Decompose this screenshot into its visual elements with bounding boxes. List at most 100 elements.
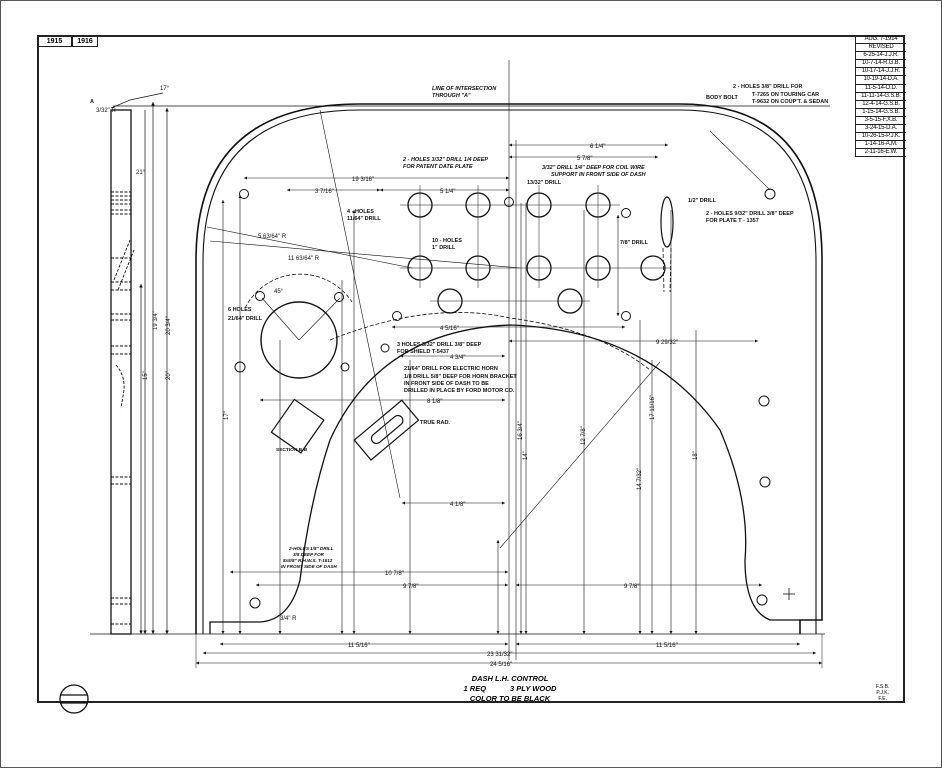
dim-9-7-8-left: 9 7/8" [403,584,418,590]
ten-hole-pattern [407,192,666,314]
dim-width-2: 23 31/32" [487,652,513,658]
dim-19-3-16: 19 3/16" [352,177,374,183]
note-rivets-3: 8x5/8" R.H.W.S. T-1612 [283,558,333,563]
dim-half-left: 11 5/16" [348,643,370,649]
dim-17-11-16: 17 11/16" [650,395,656,420]
dim-19-3-4: 19 3/4" [153,311,159,330]
note-horn-bracket-1: 1/8 DRILL 5/8" DEEP FOR HORN BRACKET [404,374,517,380]
dim-4-1-8: 4 1/8" [450,502,465,508]
note-ten-holes-2: 1" DRILL [432,245,456,251]
note-true-rad: TRUE RAD. [420,420,450,426]
note-drill-7-8: 7/8" DRILL [620,240,649,246]
note-rivets-4: IN FRONT SIDE OF DASH [281,564,337,569]
large-hole [260,301,338,379]
revision-entry: 3-5-15-F.X.B. [856,115,906,124]
revision-entry: 10-19-14-D.A. [856,75,906,83]
dim-12-7-8: 12 7/8" [581,426,587,445]
note-body-bolt-3: T-7265 ON TOURING CAR [752,92,819,98]
revision-entry: 12-4-14-G.S.B. [856,99,906,108]
note-four-holes-2: 11/64" DRILL [347,216,381,222]
quantity: 1 REQ [463,684,487,693]
drafter-initials: F.S.B. P.J.K. F.E. [876,684,889,702]
dim-r-5-63-64: 5 63/64" R [258,234,287,240]
logo-icon [59,684,89,714]
revision-entry: 3-24-15-D.A. [856,124,906,132]
dim-angle-45: 45° [274,289,284,295]
note-horn: 21/64" DRILL FOR ELECTRIC HORN [404,366,498,372]
dim-20: 20" [166,371,172,380]
note-four-holes-1: 4 - HOLES [347,209,374,215]
note-drill-half: 1/2" DRILL [688,198,717,204]
revision-entry: 1-14-16-A.M. [856,140,906,148]
note-coil-wire-1: 3/32" DRILL 1/4" DEEP FOR COIL WIRE [542,165,645,171]
dim-14: 14" [523,451,529,460]
dim-angle-17: 17° [160,86,170,92]
note-six-holes-1: 6 HOLES [228,307,252,313]
title-block: DASH L.H. CONTROL 1 REQ 3 PLY WOOD COLOR … [420,674,600,704]
year-box-1916: 1916 [72,36,98,47]
note-plate-holes-2: FOR PLATE T - 1357 [706,218,759,224]
dim-9-7-8-right: 9 7/8" [624,584,639,590]
dim-angle-21: 21° [136,170,146,176]
note-plate-holes-1: 2 - HOLES 9/32" DRILL 3/8" DEEP [706,211,794,217]
finish: COLOR TO BE BLACK [469,694,551,703]
note-patent-plate-2: FOR PATENT DATE PLATE [403,164,473,170]
dim-18: 18" [693,451,699,460]
note-section: SECTION B-B [276,447,308,453]
note-shield-1: 3 HOLES 3/32" DRILL 3/8" DEEP [397,342,482,348]
dim-14-7-32: 14 7/32" [637,468,643,490]
note-six-holes-2: 21/64" DRILL [228,316,263,322]
dim-4-3-4: 4 3/4" [450,355,465,361]
dim-15: 15" [143,371,149,380]
note-horn-bracket-2: IN FRONT SIDE OF DASH TO BE [404,381,489,387]
note-patent-plate-1: 2 - HOLES 3/32" DRILL 1/4 DEEP [402,157,488,163]
dim-5-1-4: 5 1/4" [440,189,455,195]
note-body-bolt-4: T-9632 ON COUP'T. & SEDAN [752,99,828,105]
dim-10-7-8: 10 7/8" [385,571,404,577]
revision-entry: 1-15-14-G.S.B. [856,107,906,116]
note-body-bolt-1: 2 - HOLES 3/8" DRILL FOR [733,84,802,90]
note-ten-holes-1: 10 - HOLES [432,238,462,244]
dim-6-1-4: 6 1/4" [590,144,605,150]
note-coil-wire-2: SUPPORT IN FRONT SIDE OF DASH [551,172,647,178]
dim-half-right: 11 5/16" [656,643,678,649]
note-drill-13-32: 13/32" DRILL [527,180,562,186]
revision-header: REVISED [856,43,906,51]
note-intersection-2: THROUGH "A" [432,93,471,99]
material: 3 PLY WOOD [510,684,557,693]
revision-entry: 11-5-14-O.D. [856,83,906,92]
dim-16-3-4: 16 3/4" [518,421,524,440]
dash-outline-outer [195,103,823,634]
drawing-border [37,35,905,703]
revision-entry: 10-7-14-R.G.B. [856,59,906,67]
note-intersection-1: LINE OF INTERSECTION [432,86,497,92]
horn-bracket-slot [353,399,420,461]
revision-entry: 2-11-16-E.W. [856,148,906,156]
dim-17: 17" [224,411,230,420]
dim-r-11-63-64: 11 63/64" R [288,256,320,262]
dim-overall-width: 24 5/16" [490,662,512,668]
revision-block: AUG. 7-1914 REVISED 6-25-14-J.J.R. 10-7-… [855,36,906,158]
edge-hidden-lines [111,191,135,625]
edge-view [110,109,132,635]
note-body-bolt-2: BODY BOLT [706,95,739,101]
note-horn-bracket-3: DRILLED IN PLACE BY FORD MOTOR CO. [404,388,515,394]
dim-4-5-16: 4 5/16" [440,326,459,332]
initial: P.J.K. [876,690,890,696]
dash-outline-inner [202,109,817,634]
revision-entry: 10-26-15-P.J.K. [856,132,906,140]
dim-r-3-4: 3/4" R [280,616,297,622]
revision-date: AUG. 7-1914 [864,36,898,42]
note-shield-2: FOR SHIELD T-5437 [397,349,449,355]
point-a-label: A [90,99,94,105]
dim-5-7-8: 5 7/8" [577,156,592,162]
part-name: DASH L.H. CONTROL [471,674,549,683]
revision-entry: 6-25-14-J.J.R. [856,51,906,59]
initial: F.S.B. [876,684,890,690]
dim-8-1-8: 8 1/8" [427,399,442,405]
section-b-b [270,398,325,454]
dim-9-29-32: 9 29/32" [656,340,678,346]
dim-3-7-16: 3 7/16" [315,189,334,195]
